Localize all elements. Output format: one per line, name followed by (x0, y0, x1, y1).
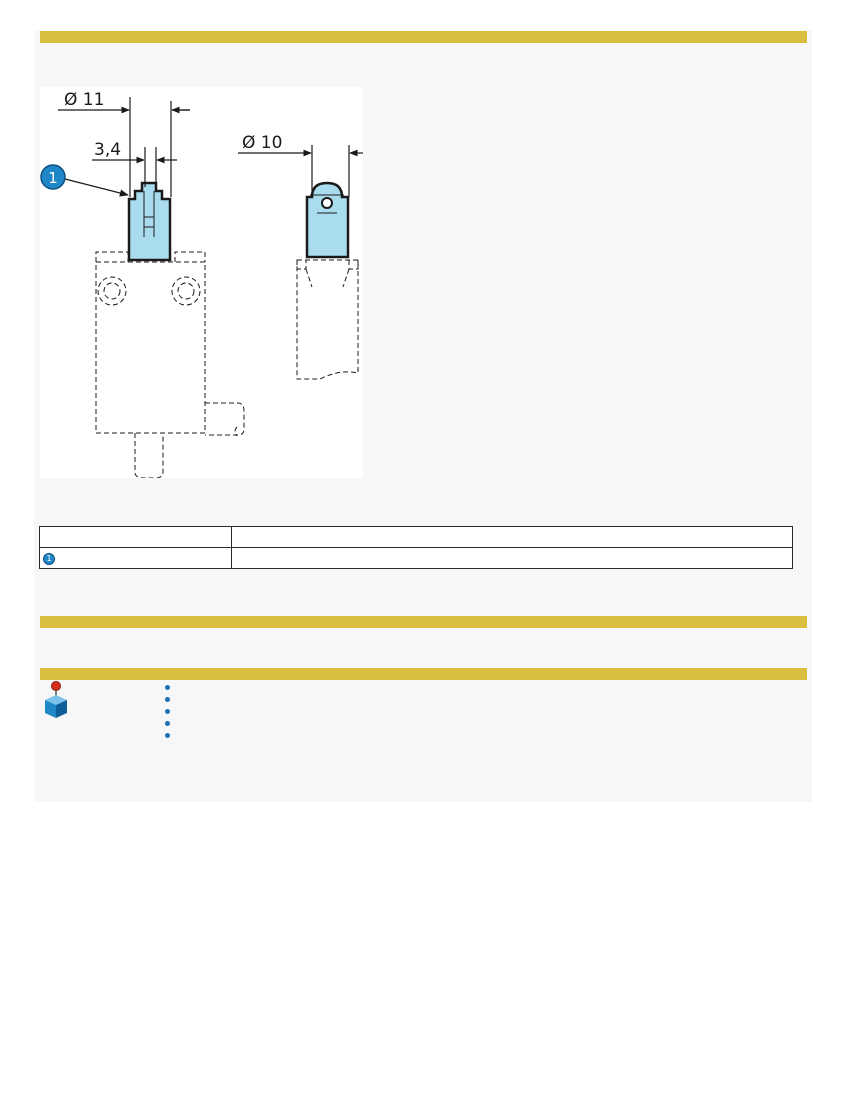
dimension-drawing: Ø 11 3,4 1 (40, 87, 363, 478)
section-header-bar-dimensions (40, 31, 807, 43)
dim-top-diameter: Ø 11 (64, 90, 104, 110)
dim-roller-diameter: Ø 10 (242, 133, 282, 153)
plunger-head (127, 181, 172, 262)
callout-marker-1: 1 (40, 164, 66, 190)
bullet-icon (165, 697, 170, 702)
roller-plunger (305, 181, 350, 259)
svg-text:1: 1 (48, 169, 58, 187)
bullet-icon (165, 685, 170, 690)
notes-list-item (162, 706, 172, 718)
section-header-bar (40, 616, 807, 628)
bullet-icon (165, 721, 170, 726)
legend-header-row (39, 526, 793, 548)
legend-marker-cell: 1 (39, 547, 232, 569)
legend-header-cell (231, 526, 793, 548)
legend-table: 1 (39, 526, 793, 569)
callout-marker-icon: 1 (43, 552, 55, 565)
legend-header-cell (39, 526, 232, 548)
bullet-icon (165, 733, 170, 738)
dim-plunger-width: 3,4 (94, 140, 121, 160)
notes-list-item (162, 718, 172, 730)
front-view: Ø 11 3,4 1 (40, 90, 245, 478)
bullet-icon (165, 709, 170, 714)
notes-list-item (162, 694, 172, 706)
side-view: Ø 10 (238, 133, 363, 380)
legend-row: 1 (39, 547, 793, 569)
section-header-bar-notes (40, 668, 807, 680)
info-box-icon (45, 681, 67, 718)
notes-list (162, 682, 172, 742)
notes-list-item (162, 730, 172, 742)
legend-text-cell (231, 547, 793, 569)
notes-list-item (162, 682, 172, 694)
